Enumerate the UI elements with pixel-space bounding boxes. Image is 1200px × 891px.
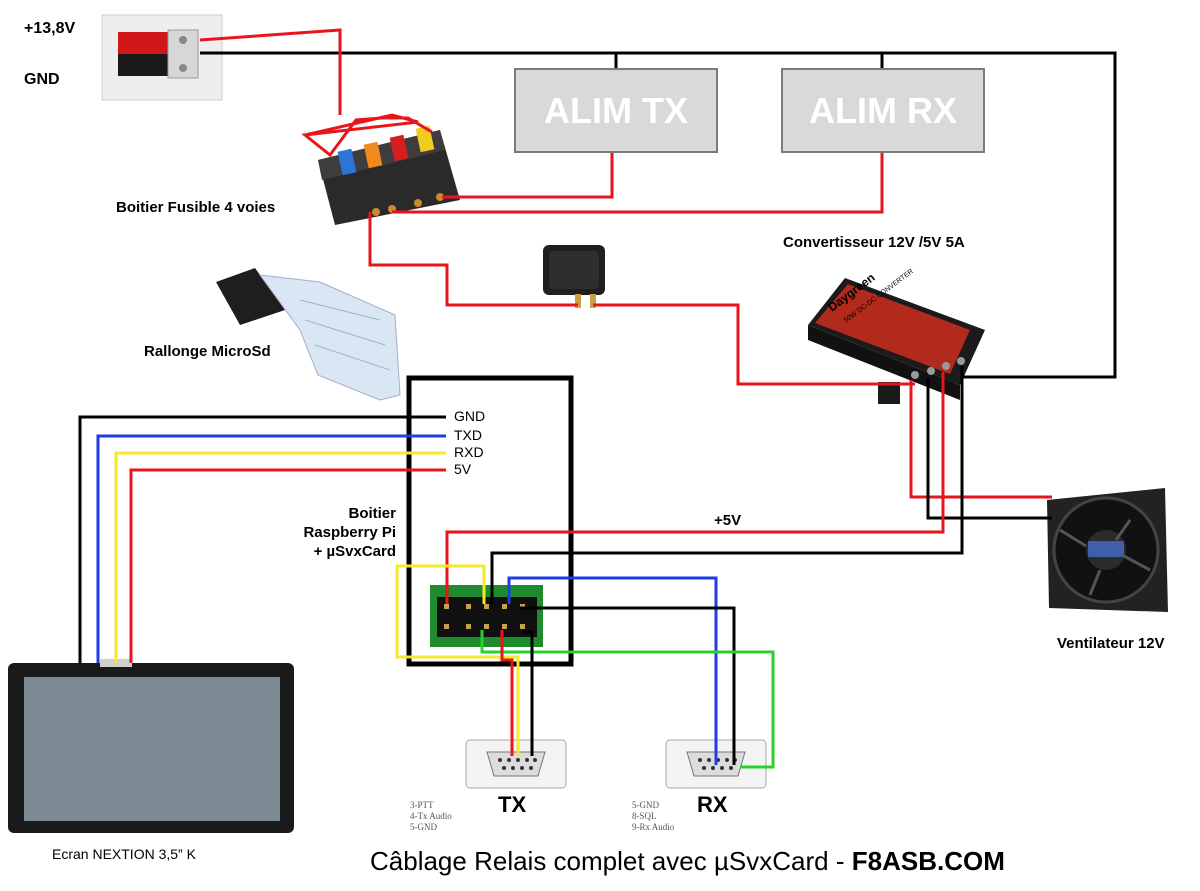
pi-box-label-3: + µSvxCard	[313, 543, 396, 560]
gnd-label: GND	[24, 71, 60, 88]
wire-card-blue	[507, 576, 718, 765]
wire-uart-5v	[129, 468, 446, 663]
rx-pin-9: 9-Rx Audio	[632, 822, 675, 832]
wire-positive-bus	[301, 113, 433, 158]
alim-tx-box: ALIM TX	[514, 68, 718, 153]
db9-tx-icon	[465, 739, 567, 789]
wire-uart-rxd	[114, 451, 446, 663]
wire-fan-ground	[926, 378, 1052, 520]
fuse-box-icon	[318, 125, 460, 225]
fan-icon	[1047, 488, 1168, 612]
rx-label: RX	[697, 792, 728, 817]
pi-box-label-1: Boitier	[348, 505, 396, 522]
wire-card-black-rx	[520, 606, 736, 765]
wire-switch-converter	[593, 303, 915, 386]
voltage-label: +13,8V	[24, 20, 76, 37]
raspberry-pi-box	[406, 375, 574, 667]
wire-pi-gnd	[490, 366, 964, 604]
microsd-extension-icon	[216, 268, 401, 401]
converter-label: Convertisseur 12V /5V 5A	[783, 234, 965, 251]
fan-label: Ventilateur 12V	[1057, 635, 1165, 652]
fuse-box-label: Boitier Fusible 4 voies	[116, 199, 276, 216]
wire-fuse-alim-rx	[392, 153, 884, 214]
tx-pin-list: 3-PTT 4-Tx Audio 5-GND	[410, 800, 452, 833]
rx-pin-list: 5-GND 8-SQL 9-Rx Audio	[632, 800, 674, 833]
microsd-label: Rallonge MicroSd	[144, 343, 271, 360]
wire-fan-positive	[909, 380, 1052, 499]
uart-gnd-label: GND	[454, 408, 486, 424]
alim-rx-box: ALIM RX	[781, 68, 985, 153]
wire-card-red-tx	[500, 630, 514, 756]
wire-uart-gnd	[78, 415, 446, 663]
screen-label: Ecran NEXTION 3,5” K	[52, 846, 196, 862]
footer-caption: Câblage Relais complet avec µSvxCard - F…	[370, 846, 1005, 877]
rocker-switch-icon	[543, 245, 605, 308]
rx-pin-5: 5-GND	[632, 800, 659, 810]
plus5v-label: +5V	[714, 512, 742, 529]
footer-text: Câblage Relais complet avec µSvxCard -	[370, 846, 852, 876]
uart-5v-label: 5V	[454, 461, 472, 477]
usvxcard-connector-icon	[430, 585, 543, 647]
tx-pin-4: 4-Tx Audio	[410, 811, 452, 821]
uart-txd-label: TXD	[454, 427, 482, 443]
rx-pin-8: 8-SQL	[632, 811, 657, 821]
tx-pin-3: 3-PTT	[410, 800, 434, 810]
nextion-screen-icon	[8, 659, 294, 833]
wire-fuse-switch	[368, 212, 578, 307]
footer-brand: F8ASB.COM	[851, 846, 1005, 876]
wire-pi-5v	[445, 372, 945, 604]
wire-fuse-alim-tx	[442, 153, 614, 199]
wire-card-yellow-loop	[395, 564, 520, 756]
wire-card-green	[480, 630, 775, 769]
wire-uart-txd	[96, 434, 446, 663]
tx-label: TX	[498, 792, 527, 817]
wire-gnd-main	[200, 51, 1117, 379]
wire-positive-in	[199, 28, 342, 115]
power-connector-icon	[101, 14, 223, 101]
pi-box-label-2: Raspberry Pi	[303, 524, 396, 541]
uart-rxd-label: RXD	[454, 444, 484, 460]
tx-pin-5: 5-GND	[410, 822, 437, 832]
wire-card-black-tx	[522, 630, 534, 756]
